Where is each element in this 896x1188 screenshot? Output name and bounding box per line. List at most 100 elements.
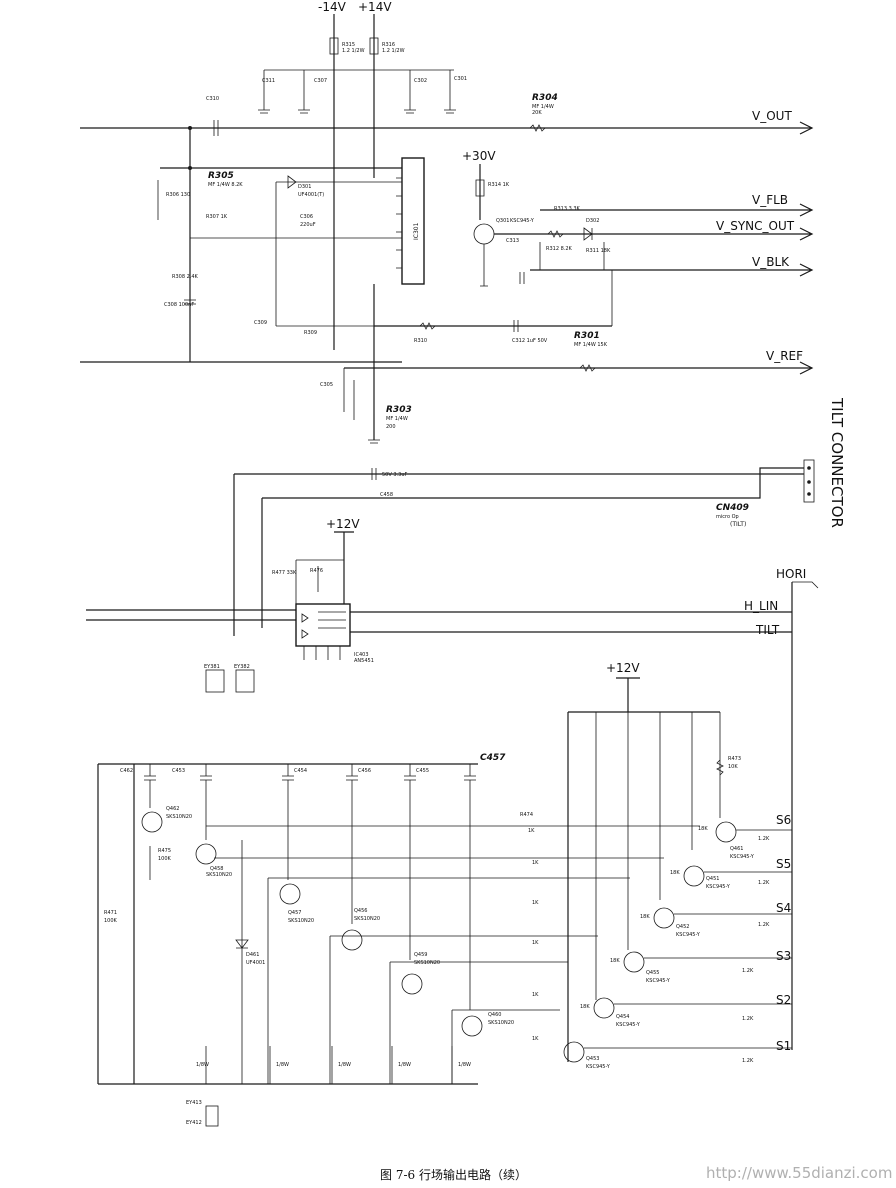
r-1k-4: 1K	[532, 940, 539, 946]
v-sync-out-label: V_SYNC_OUT	[716, 219, 795, 233]
svg-text:C310: C310	[206, 96, 219, 102]
svg-text:20K: 20K	[532, 110, 542, 116]
s1-label: S1	[776, 1039, 791, 1053]
svg-text:R477 33K: R477 33K	[272, 570, 297, 576]
c455-label: C455	[416, 768, 429, 774]
q459-part: SKS10N20	[414, 960, 440, 966]
svg-text:R309: R309	[304, 330, 317, 336]
r303-label: R303	[386, 405, 412, 415]
r-1-8w-1: 1/8W	[196, 1062, 209, 1068]
s6-label: S6	[776, 813, 791, 827]
q451-part: KSC945-Y	[706, 884, 731, 890]
c453-label: C453	[172, 768, 185, 774]
c454-label: C454	[294, 768, 307, 774]
q452-transistor	[653, 907, 675, 929]
svg-text:200: 200	[386, 424, 396, 430]
ic301	[401, 157, 425, 285]
r471-label: R471	[104, 910, 117, 916]
ic403	[295, 603, 351, 647]
r-12k-1: 1.2K	[758, 836, 770, 842]
r-18k-2: 18K	[670, 870, 680, 876]
svg-text:C458: C458	[380, 492, 393, 498]
ic301-label: IC301	[413, 222, 420, 240]
d461-part: UF4001	[246, 960, 265, 966]
rail-pos14-label: +14V	[358, 0, 392, 14]
q455-transistor	[623, 951, 645, 973]
s3-label: S3	[776, 949, 791, 963]
q457-label: Q457	[288, 910, 301, 916]
q458-transistor	[195, 843, 217, 865]
hori-label: HORI	[776, 567, 806, 581]
svg-text:C308 100nF: C308 100nF	[164, 302, 194, 308]
svg-text:D301: D301	[298, 184, 311, 190]
r-18k-5: 18K	[580, 1004, 590, 1010]
v-ref-label: V_REF	[766, 349, 803, 363]
q462-part: SKS10N20	[166, 814, 192, 820]
r475-value: 100K	[158, 856, 172, 862]
q457-transistor	[279, 883, 301, 905]
cn409-connector	[803, 459, 815, 503]
q453-part: KSC945-Y	[586, 1064, 611, 1070]
q301-label: Q301	[496, 218, 509, 224]
svg-text:C305: C305	[320, 382, 333, 388]
r-1k-3: 1K	[532, 900, 539, 906]
d461-label: D461	[246, 952, 259, 958]
svg-text:50V 3.3uF: 50V 3.3uF	[382, 472, 407, 478]
q458-label: Q458	[210, 866, 223, 872]
q459-label: Q459	[414, 952, 427, 958]
svg-text:C313: C313	[506, 238, 519, 244]
h-lin-label: H_LIN	[744, 599, 778, 613]
svg-text:MF 1/4W 8.2K: MF 1/4W 8.2K	[208, 182, 243, 188]
r301-label: R301	[574, 331, 600, 341]
r-1k-2: 1K	[532, 860, 539, 866]
svg-text:R314 1K: R314 1K	[488, 182, 510, 188]
svg-text:micro Op: micro Op	[716, 514, 739, 520]
r-1-8w-5: 1/8W	[458, 1062, 471, 1068]
svg-text:R313 3.3K: R313 3.3K	[554, 206, 581, 212]
s4-label: S4	[776, 901, 791, 915]
svg-text:EY381: EY381	[204, 664, 220, 670]
svg-text:R308 2.4K: R308 2.4K	[172, 274, 199, 280]
svg-text:MF 1/4W: MF 1/4W	[386, 416, 408, 422]
svg-text:R307 1K: R307 1K	[206, 214, 228, 220]
svg-text:220uF: 220uF	[300, 222, 316, 228]
svg-text:C301: C301	[454, 76, 467, 82]
c457-label: C457	[480, 753, 506, 763]
tilt-connector-label: TILT CONNECTOR	[828, 397, 846, 528]
q461-part: KSC945-Y	[730, 854, 755, 860]
r-12k-5: 1.2K	[742, 1016, 754, 1022]
svg-text:R311 18K: R311 18K	[586, 248, 611, 254]
svg-text:R312 8.2K: R312 8.2K	[546, 246, 573, 252]
svg-text:1.2 1/2W: 1.2 1/2W	[382, 48, 405, 54]
r-12k-4: 1.2K	[742, 968, 754, 974]
q454-label: Q454	[616, 1014, 629, 1020]
r-12k-2: 1.2K	[758, 880, 770, 886]
q459-transistor	[401, 973, 423, 995]
q460-part: SKS10N20	[488, 1020, 514, 1026]
s5-label: S5	[776, 857, 791, 871]
s-correction-section: +12V R473 10K C462 C453 C454 C456 C455 C…	[97, 661, 792, 1127]
r-1k-1: 1K	[528, 828, 535, 834]
r304-label: R304	[532, 93, 558, 103]
vertical-section: -14V +14V R315 1.2 1/2W R316 1.2 1/2W C3…	[80, 0, 814, 444]
s2-label: S2	[776, 993, 791, 1007]
v-flb-label: V_FLB	[752, 193, 788, 207]
svg-text:R306 130: R306 130	[166, 192, 190, 198]
q456-part: SKS10N20	[354, 916, 380, 922]
r473-label: R473	[728, 756, 741, 762]
q458-part: SKS10N20	[206, 872, 232, 878]
q452-label: Q452	[676, 924, 689, 930]
v-blk-label: V_BLK	[752, 255, 790, 269]
q462-label: Q462	[166, 806, 179, 812]
figure-caption: 图 7-6 行场输出电路（续） http://www.55dianzi.com	[0, 1160, 896, 1186]
q453-transistor	[563, 1041, 585, 1063]
svg-text:C311: C311	[262, 78, 275, 84]
q451-transistor	[683, 865, 705, 887]
svg-text:D302: D302	[586, 218, 599, 224]
svg-text:C306: C306	[300, 214, 313, 220]
svg-text:MF 1/4W 15K: MF 1/4W 15K	[574, 342, 608, 348]
r474-label: R474	[520, 812, 533, 818]
c456-label: C456	[358, 768, 371, 774]
q460-transistor	[461, 1015, 483, 1037]
q456-label: Q456	[354, 908, 367, 914]
